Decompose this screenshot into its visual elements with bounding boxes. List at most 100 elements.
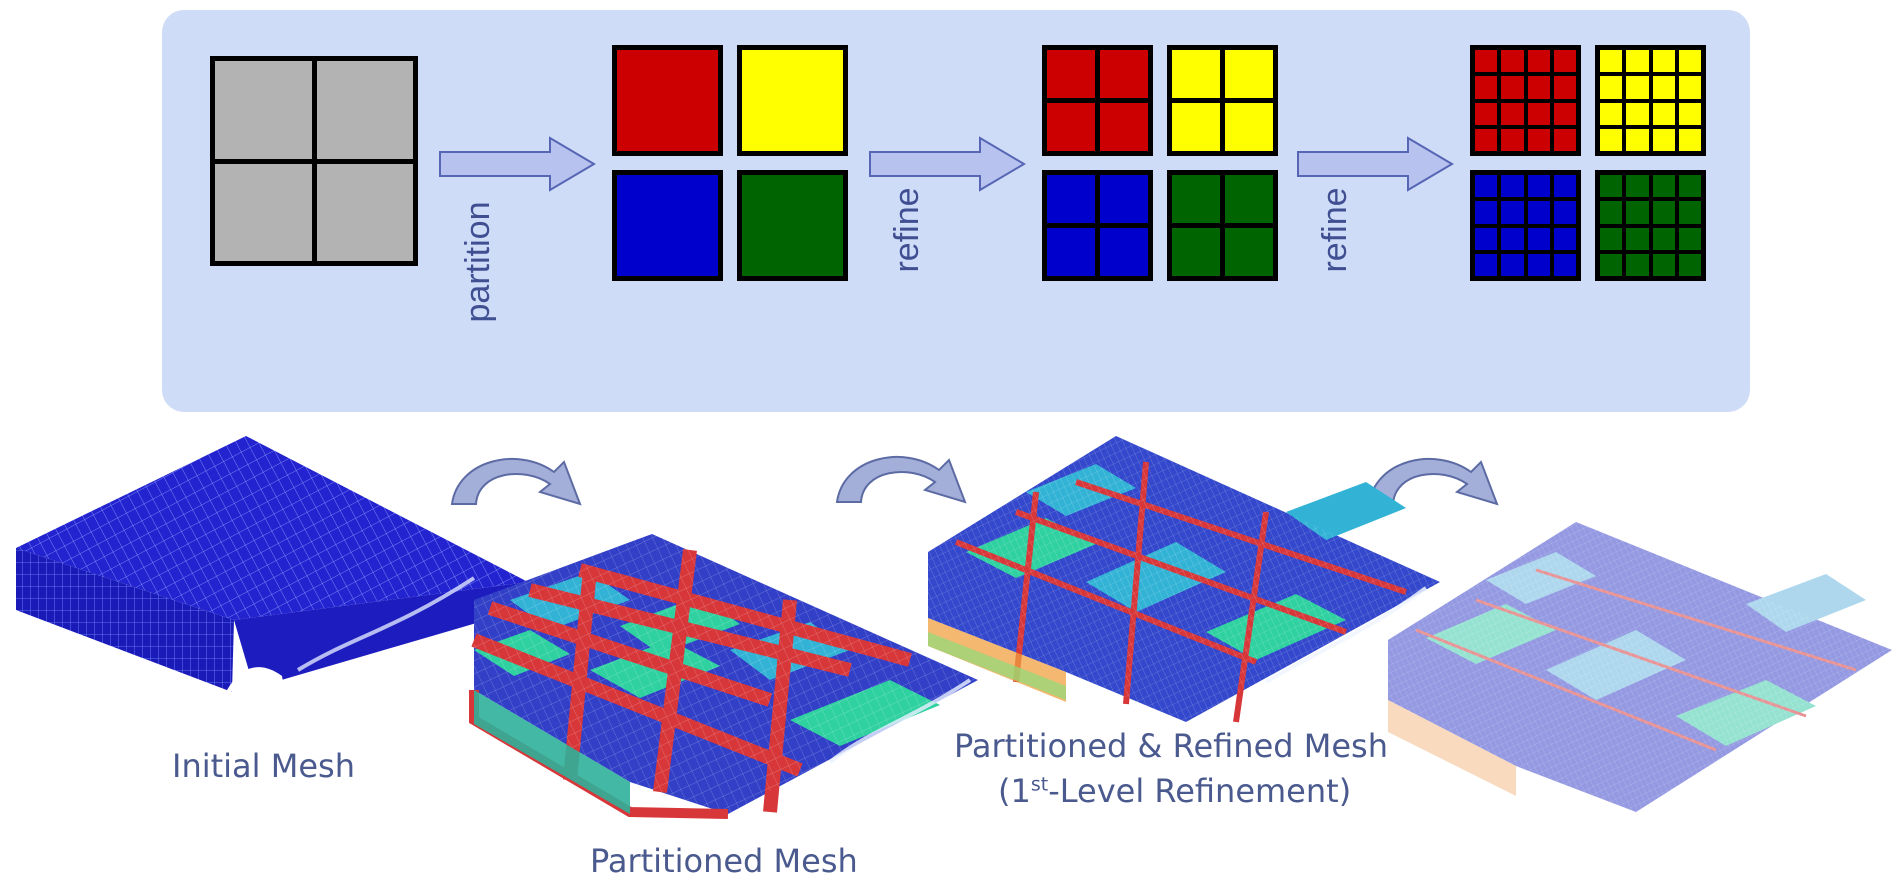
- 0000cc-subdivided-block: [1470, 170, 1581, 281]
- subcell: [1501, 253, 1524, 276]
- subcell: [1527, 253, 1550, 276]
- refined-level2-mesh-render: [1388, 522, 1892, 812]
- subcell: [1225, 103, 1273, 151]
- refined-mesh-caption-line1: Partitioned & Refined Mesh: [954, 727, 1388, 765]
- refine-arrow-2: [1297, 136, 1454, 192]
- subcell: [1475, 128, 1498, 151]
- subcell: [1100, 103, 1148, 151]
- yellow-block: [737, 45, 848, 156]
- subcell: [1047, 103, 1095, 151]
- curved-arrow-2: [835, 456, 967, 504]
- subcell: [1501, 50, 1524, 73]
- subcell: [1600, 227, 1623, 250]
- refine-label-2: refine: [1316, 187, 1354, 273]
- subcell: [1172, 175, 1220, 223]
- subcell: [1626, 50, 1649, 73]
- subcell: [1553, 253, 1576, 276]
- gray-cell: [316, 163, 413, 261]
- subcell: [1475, 50, 1498, 73]
- curved-arrow-3: [1367, 458, 1499, 506]
- subcell: [1172, 103, 1220, 151]
- subcell: [1501, 128, 1524, 151]
- cc0000-subdivided-block: [1042, 45, 1153, 156]
- subcell: [1501, 102, 1524, 125]
- subcell: [1678, 175, 1701, 198]
- cc0000-subdivided-block: [1470, 45, 1581, 156]
- subcell: [1626, 201, 1649, 224]
- refined-mesh-render: [928, 436, 1440, 723]
- subcell: [1600, 128, 1623, 151]
- subcell: [1225, 175, 1273, 223]
- subcell: [1475, 253, 1498, 276]
- partitioned-mesh-caption: Partitioned Mesh: [590, 842, 858, 880]
- subcell: [1626, 128, 1649, 151]
- subcell: [1600, 76, 1623, 99]
- 006400-subdivided-block: [1167, 170, 1278, 281]
- subcell: [1501, 76, 1524, 99]
- subcell: [1501, 175, 1524, 198]
- subcell: [1678, 102, 1701, 125]
- subcell: [1527, 102, 1550, 125]
- subcell: [1553, 76, 1576, 99]
- caption-superscript: st: [1030, 773, 1049, 796]
- subcell: [1172, 228, 1220, 276]
- subcell: [1626, 253, 1649, 276]
- subcell: [1047, 175, 1095, 223]
- red-block: [612, 45, 723, 156]
- subcell: [1475, 227, 1498, 250]
- subcell: [1600, 201, 1623, 224]
- subcell: [1652, 102, 1675, 125]
- subcell: [1100, 50, 1148, 98]
- subcell: [1652, 175, 1675, 198]
- subcell: [1475, 201, 1498, 224]
- subcell: [1553, 201, 1576, 224]
- subcell: [1600, 253, 1623, 276]
- subcell: [1678, 201, 1701, 224]
- subcell: [1100, 228, 1148, 276]
- subcell: [1501, 201, 1524, 224]
- initial-mesh-render: [16, 436, 528, 692]
- partition-refinement-panel: partition refine refine: [162, 10, 1750, 412]
- subcell: [1678, 76, 1701, 99]
- subcell: [1100, 175, 1148, 223]
- subcell: [1501, 227, 1524, 250]
- subcell: [1626, 102, 1649, 125]
- subcell: [1047, 228, 1095, 276]
- subcell: [1652, 76, 1675, 99]
- subcell: [1553, 175, 1576, 198]
- subcell: [1652, 50, 1675, 73]
- refine-arrow-1: [869, 136, 1026, 192]
- subcell: [1626, 175, 1649, 198]
- subcell: [1553, 227, 1576, 250]
- subcell: [1652, 253, 1675, 276]
- subcell: [1475, 102, 1498, 125]
- gray-cell: [215, 61, 312, 159]
- subcell: [1553, 128, 1576, 151]
- partition-arrow: [439, 136, 596, 192]
- subcell: [1553, 102, 1576, 125]
- gray-cell: [316, 61, 413, 159]
- ffff00-subdivided-block: [1595, 45, 1706, 156]
- subcell: [1527, 128, 1550, 151]
- subcell: [1626, 76, 1649, 99]
- initial-gray-grid: [210, 56, 418, 266]
- caption-pre: (1: [998, 772, 1031, 810]
- caption-post: -Level Refinement): [1048, 772, 1352, 810]
- subcell: [1527, 76, 1550, 99]
- blue-block: [612, 170, 723, 281]
- 0000cc-subdivided-block: [1042, 170, 1153, 281]
- initial-mesh-caption: Initial Mesh: [172, 747, 355, 785]
- subcell: [1527, 227, 1550, 250]
- partition-label: partition: [459, 201, 497, 323]
- subcell: [1600, 102, 1623, 125]
- ffff00-subdivided-block: [1167, 45, 1278, 156]
- subcell: [1600, 50, 1623, 73]
- subcell: [1626, 227, 1649, 250]
- subcell: [1527, 50, 1550, 73]
- curved-arrow-1: [450, 458, 582, 506]
- green-block: [737, 170, 848, 281]
- subcell: [1600, 175, 1623, 198]
- subcell: [1678, 50, 1701, 73]
- subcell: [1652, 201, 1675, 224]
- subcell: [1475, 175, 1498, 198]
